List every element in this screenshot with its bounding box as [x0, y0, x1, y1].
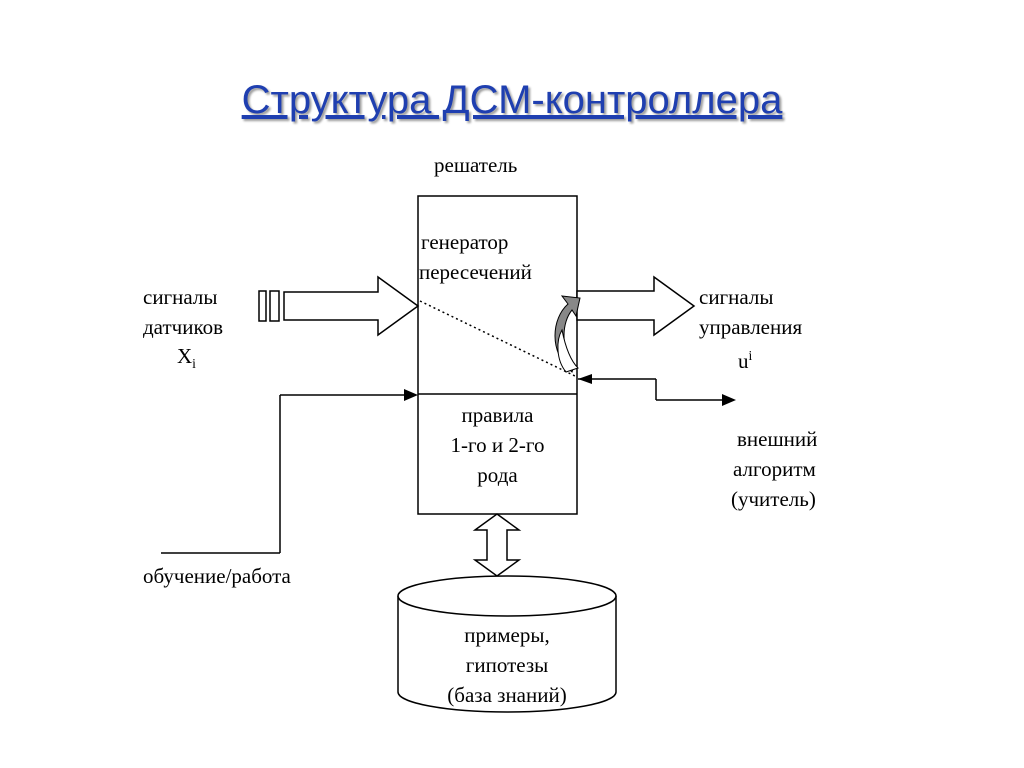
- kb-cylinder-top: [397, 575, 617, 617]
- teacher-label-1: внешний: [737, 427, 818, 451]
- rules-label-3: рода: [477, 463, 518, 487]
- rules-label-2: 1-го и 2-го: [450, 433, 545, 457]
- kb-double-arrow: [472, 513, 522, 577]
- rules-label-1: правила: [461, 403, 534, 427]
- kb-cylinder-body: [397, 596, 617, 713]
- sensors-label-2: датчиков: [143, 315, 223, 339]
- mode-label: обучение/работа: [143, 564, 291, 588]
- teacher-label-3: (учитель): [731, 487, 816, 511]
- control-var: u: [738, 349, 749, 373]
- kb-label-2: гипотезы: [465, 653, 549, 677]
- kb-label-1: примеры,: [464, 623, 550, 647]
- output-block-arrow: [576, 275, 696, 337]
- sensor-bar-2: [269, 290, 280, 322]
- control-var-sup: i: [748, 348, 753, 363]
- kb-label-3: (база знаний): [447, 683, 567, 707]
- control-label-1: сигналы: [699, 285, 774, 309]
- control-label-2: управления: [699, 315, 803, 339]
- sensors-label-1: сигналы: [143, 285, 218, 309]
- teacher-label-2: алгоритм: [733, 457, 816, 481]
- generator-label-2: пересечений: [419, 260, 532, 284]
- page-title: Структура ДСМ-контроллера: [241, 78, 783, 122]
- teacher-arrowhead-in: [578, 374, 592, 384]
- sensors-var-sub: i: [192, 356, 196, 372]
- sensor-bar-1: [258, 290, 267, 322]
- control-variable: ui: [738, 341, 752, 376]
- teacher-arrowhead-out: [722, 394, 736, 406]
- mode-arrowhead: [404, 389, 418, 401]
- input-block-arrow: [283, 275, 420, 337]
- sensors-variable: Xi: [177, 341, 196, 379]
- dotted-connector: [419, 300, 576, 377]
- sensors-var: X: [177, 344, 193, 368]
- solver-label: решатель: [434, 153, 518, 177]
- generator-label-1: генератор: [421, 230, 509, 254]
- curved-feedback-arrow-b: [557, 328, 579, 373]
